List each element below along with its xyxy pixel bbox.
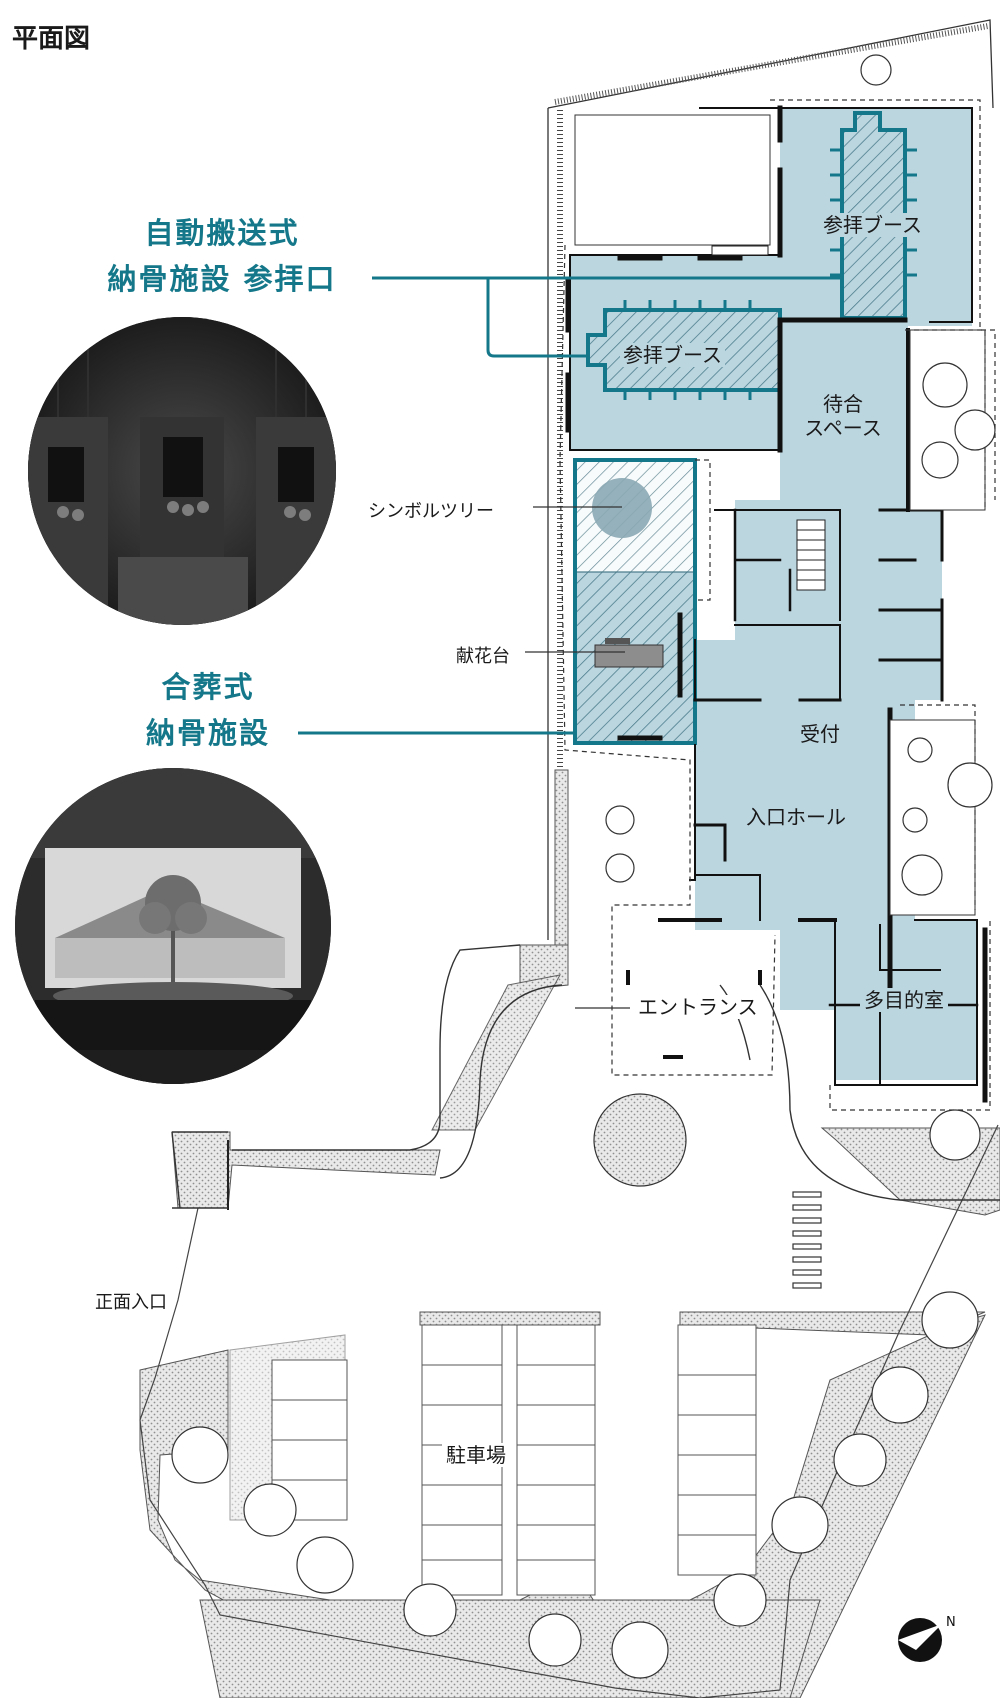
round-planter <box>593 1093 687 1187</box>
walls <box>565 105 988 1103</box>
room-reception: 受付 <box>800 722 840 746</box>
north-arrow-icon: N <box>898 1615 956 1662</box>
room-entrance: エントランス <box>634 995 762 1019</box>
photo-automatic-facility <box>28 317 336 625</box>
room-parking: 駐車場 <box>442 1443 510 1467</box>
lot-outline <box>139 1124 999 1698</box>
roof-outline <box>559 99 996 1111</box>
callout-communal-line2: 納骨施設 <box>145 716 270 750</box>
note-flower-stand: 献花台 <box>456 646 510 667</box>
communal-facility <box>573 458 697 745</box>
callout-lines <box>298 276 842 735</box>
room-waiting-space: 待合 スペース <box>793 392 893 440</box>
entrance-marks <box>626 970 762 1059</box>
parking-stalls <box>271 1324 757 1596</box>
room-waiting-line2: スペース <box>804 416 882 440</box>
room-multipurpose: 多目的室 <box>860 988 948 1012</box>
note-leaders <box>525 506 630 1009</box>
photo-graphic <box>15 768 331 1084</box>
courtyard-voids <box>574 114 986 916</box>
svg-text:N: N <box>946 1615 956 1630</box>
symbol-tree-icon <box>592 478 652 538</box>
callout-automatic-line2: 納骨施設 参拝口 <box>107 262 337 296</box>
note-symbol-tree: シンボルツリー <box>368 501 494 522</box>
room-entrance-hall: 入口ホール <box>746 805 846 829</box>
callout-automatic-line1: 自動搬送式 <box>144 216 300 250</box>
room-booth-lower: 参拝ブース <box>620 343 725 367</box>
photo-communal-facility <box>15 768 331 1084</box>
booth-partitions <box>623 148 917 400</box>
callout-automatic-facility: 自動搬送式 納骨施設 参拝口 <box>72 210 372 302</box>
callout-communal-line1: 合葬式 <box>161 670 255 704</box>
note-front-entrance: 正面入口 <box>95 1292 167 1313</box>
callout-communal-facility: 合葬式 納骨施設 <box>118 664 298 756</box>
room-booth-upper: 参拝ブース <box>820 213 925 237</box>
room-waiting-line1: 待合 <box>823 392 863 416</box>
photo-graphic <box>28 317 336 625</box>
site-boundary-north <box>547 19 994 940</box>
tree-icons <box>171 54 996 1679</box>
page-title: 平面図 <box>12 24 91 54</box>
crosswalk <box>792 1191 822 1289</box>
